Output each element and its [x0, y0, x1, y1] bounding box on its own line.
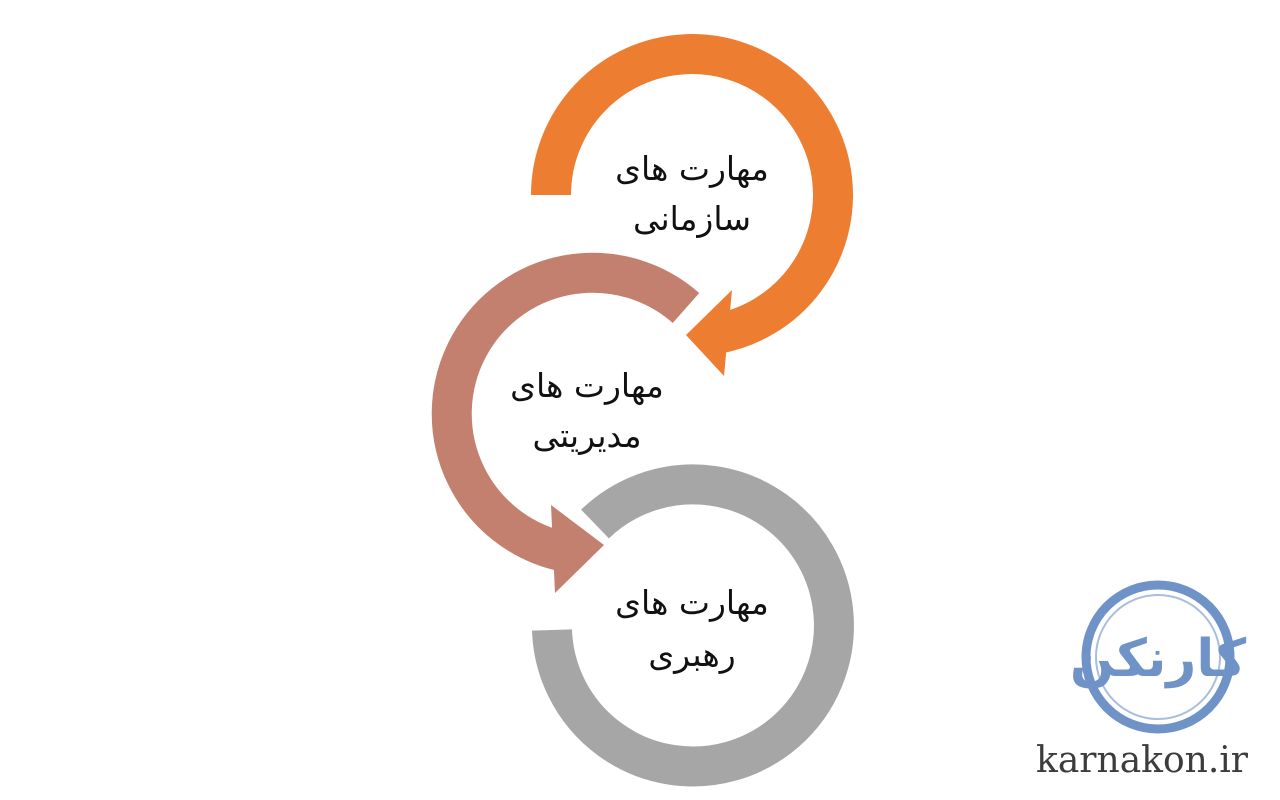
- gray-ring-arc: [532, 464, 854, 787]
- node-organizational-skills: مهارت های سازمانی: [531, 34, 853, 376]
- node-managerial-skills: مهارت های مدیریتی: [431, 252, 700, 593]
- node-organizational-line2: سازمانی: [633, 199, 751, 238]
- node-managerial-line1: مهارت های: [510, 366, 664, 405]
- orange-ring-arc: [531, 34, 853, 354]
- node-leadership-line2: رهبری: [648, 635, 735, 674]
- rose-ring-arc: [431, 252, 700, 572]
- orange-ring-arrowhead: [686, 290, 732, 376]
- rose-ring-arrowhead: [551, 505, 604, 593]
- logo-inner-ring: [1095, 594, 1221, 720]
- node-managerial-line2: مدیریتی: [532, 416, 641, 455]
- node-organizational-line1: مهارت های: [615, 149, 769, 188]
- site-url: karnakon.ir: [1036, 740, 1248, 781]
- logo-wordmark: کارنکن: [1070, 629, 1247, 689]
- logo-outer-ring: [1081, 580, 1235, 734]
- karnakon-logo: کارنکن: [1070, 580, 1247, 734]
- node-leadership-skills: مهارت های رهبری: [532, 464, 854, 787]
- node-leadership-line1: مهارت های: [615, 583, 769, 622]
